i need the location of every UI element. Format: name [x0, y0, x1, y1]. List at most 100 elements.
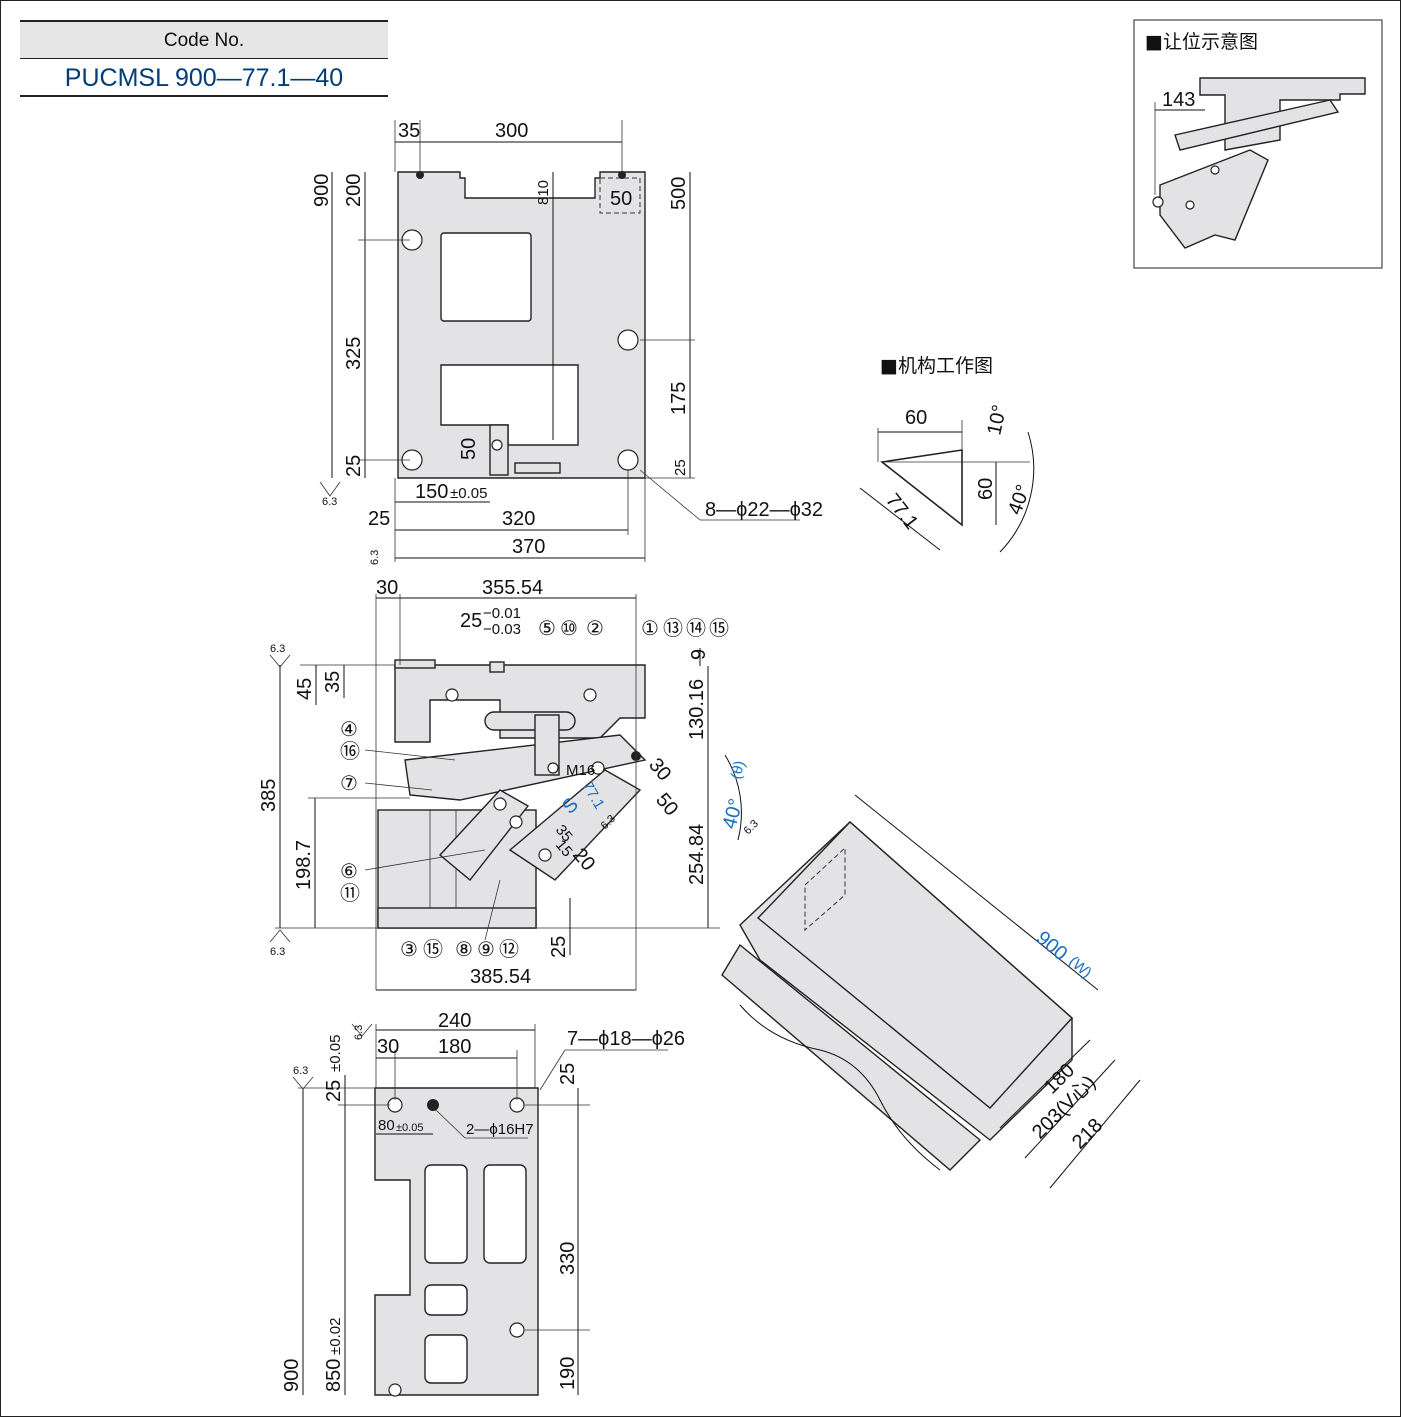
- dim-30-bottom: 30: [377, 1036, 399, 1058]
- top-view-hole: [617, 329, 639, 351]
- callout-6: ⑥: [340, 861, 358, 883]
- side-hole: [583, 688, 597, 702]
- callout-11: ⑪: [340, 882, 360, 905]
- dim-850-tol: ±0.02: [327, 1318, 344, 1355]
- side-angle-theta: (θ): [727, 759, 748, 781]
- dim-35: 35: [398, 120, 420, 142]
- callout-15: ⑮: [709, 617, 729, 640]
- dim-45: 45: [294, 678, 316, 700]
- side-hole: [509, 815, 523, 829]
- dim-240: 240: [438, 1010, 471, 1032]
- leader-line: [539, 1049, 566, 1091]
- mechanism-title: ■机构工作图: [880, 355, 993, 377]
- dim-30-jaw: 30: [644, 754, 675, 785]
- mechanism-dim-10-label: 10°: [983, 403, 1011, 437]
- dim-370: 370: [512, 536, 545, 558]
- roughness-symbol: [269, 654, 291, 668]
- dim-25-tol-up: −0.01: [483, 605, 521, 622]
- iso-top-face: [756, 821, 1073, 1109]
- iso-break-line: [739, 1004, 941, 1171]
- bottom-window: [424, 1164, 468, 1264]
- bottom-view: 240 30 180 7—ϕ18—ϕ26 25 330 190 25 ±0.05…: [281, 1010, 685, 1397]
- clearance-inset: ■让位示意图 143: [1133, 19, 1383, 269]
- bottom-window: [424, 1334, 468, 1384]
- inset-pivot-hole: [1152, 196, 1164, 208]
- dim-190: 190: [557, 1357, 579, 1390]
- side-clamp-arm: [438, 789, 530, 881]
- callout-10: ⑩: [560, 618, 578, 640]
- side-view: 30 355.54 25 −0.01 −0.03 9 130.16 254.84…: [258, 577, 761, 991]
- mechanism-arc: [999, 431, 1035, 553]
- dim-25-bottom: 25: [368, 508, 390, 530]
- dim-900: 900: [311, 174, 333, 207]
- side-hole: [538, 848, 552, 862]
- dim-325: 325: [343, 337, 365, 370]
- mechanism-diagram: ■机构工作图 60 10° 60 40° 77.1: [859, 355, 1035, 553]
- inset-clamp: [1159, 149, 1269, 249]
- mechanism-dim-60-top-label: 60: [905, 407, 927, 429]
- code-number-value: PUCMSL 900—77.1—40: [20, 59, 388, 97]
- bottom-pin: [427, 1099, 439, 1111]
- roughness-symbol: [292, 1076, 314, 1090]
- inset-hole: [1185, 200, 1195, 210]
- roughness-symbol: [351, 1023, 373, 1037]
- dim-25-bottom-left: 25: [323, 1080, 345, 1102]
- roughness-value: 6.3: [270, 946, 285, 958]
- code-number-box: Code No. PUCMSL 900—77.1—40: [20, 20, 388, 97]
- roughness-symbol: [319, 481, 341, 497]
- side-hole: [547, 762, 559, 774]
- callout-12: ⑫: [499, 938, 519, 961]
- dim-25-right: 25: [672, 459, 689, 476]
- callout-5: ⑤: [538, 618, 556, 640]
- leader-line: [639, 469, 701, 521]
- dim-35-side: 35: [322, 671, 344, 693]
- dim-50-notch: 50: [610, 188, 632, 210]
- dim-300: 300: [495, 120, 528, 142]
- callout-7: ⑦: [340, 773, 358, 795]
- dim-25-left: 25: [343, 455, 365, 477]
- dim-line: [999, 1039, 1091, 1129]
- roughness-value: 6.3: [742, 818, 761, 837]
- top-view: 35 300 900 200 325 25 810 50 50 500 175 …: [311, 120, 823, 565]
- top-view-hole-spec: 8—ϕ22—ϕ32: [705, 499, 823, 521]
- top-view-mark: [416, 171, 424, 179]
- side-angle-arc: [724, 754, 742, 841]
- dim-25-key: 25: [460, 610, 482, 632]
- bottom-hole: [388, 1383, 402, 1397]
- dim-180-bottom: 180: [438, 1036, 471, 1058]
- inset-dim-143: 143: [1162, 89, 1195, 111]
- dim-385: 385: [258, 779, 280, 812]
- iso-dim-900-w: (W): [1065, 953, 1094, 982]
- side-base-bar: [377, 907, 537, 929]
- roughness-value: 6.3: [369, 550, 381, 565]
- dim-80: 80: [378, 1117, 395, 1134]
- side-hole: [591, 761, 605, 775]
- side-slot: [484, 711, 576, 731]
- bottom-hole: [509, 1322, 525, 1338]
- dim-810: 810: [535, 180, 552, 205]
- side-key: [489, 661, 505, 673]
- top-view-pin: [491, 439, 503, 451]
- mechanism-dim-40-label: 40°: [1004, 482, 1035, 518]
- side-base-plate: [394, 664, 646, 743]
- bottom-window: [483, 1164, 527, 1264]
- leader-line: [435, 1109, 466, 1139]
- top-view-hole: [617, 449, 639, 471]
- roughness-value: 6.3: [270, 643, 285, 655]
- roughness-symbol: [269, 929, 291, 943]
- dim-50-slot: 50: [458, 438, 480, 460]
- dim-80-tol: ±0.05: [396, 1122, 423, 1134]
- leader-line: [364, 749, 456, 761]
- callout-14: ⑭: [686, 617, 706, 640]
- dim-175: 175: [668, 382, 690, 415]
- bottom-window: [424, 1284, 468, 1316]
- top-view-window-upper: [440, 232, 532, 322]
- dim-25-tol-dn: −0.03: [483, 621, 521, 638]
- dim-150-tol: ±0.05: [450, 485, 487, 502]
- roughness-value: 6.3: [353, 1025, 365, 1040]
- dim-25-bottom-right: 25: [557, 1063, 579, 1085]
- leader-line: [364, 849, 486, 871]
- top-view-key: [514, 462, 561, 474]
- callout-15b: ⑮: [423, 938, 443, 961]
